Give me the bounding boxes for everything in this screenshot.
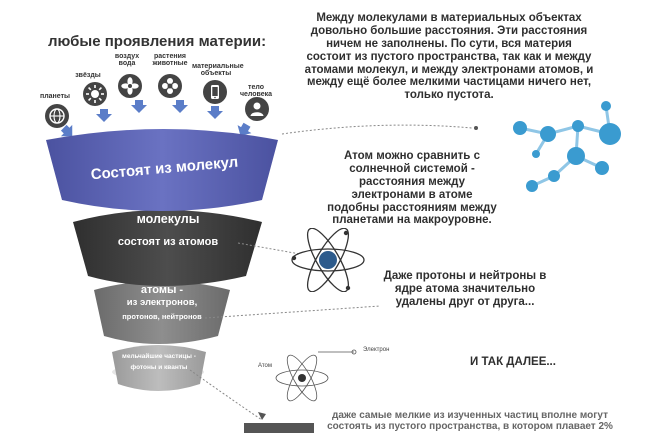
connector-end-intro bbox=[474, 126, 478, 130]
icon-label-human-body: тело человека bbox=[239, 84, 273, 99]
icon-label-objects: материальные объекты bbox=[192, 63, 244, 78]
protons-text: Даже протоны и нейтроны в ядре атома зна… bbox=[383, 270, 547, 308]
arrow-stars bbox=[96, 109, 112, 122]
sun-icon bbox=[83, 82, 107, 106]
icon-label-air-water: воздух вода bbox=[114, 53, 140, 68]
bottom-text: даже самые мелкие из изученных частиц вп… bbox=[327, 410, 613, 433]
flower-icon bbox=[158, 74, 182, 98]
atom-compare-text: Атом можно сравнить с солнечной системой… bbox=[327, 150, 497, 227]
funnel-level-3 bbox=[94, 281, 230, 344]
fan-icon bbox=[118, 74, 142, 98]
funnel-level-2-label-2: состоят из атомов bbox=[117, 236, 219, 248]
icon-label-plants-animals: растения животные bbox=[152, 53, 188, 68]
connector-atom bbox=[237, 242, 301, 255]
arrow-objects bbox=[207, 106, 223, 119]
atom-illustration bbox=[291, 228, 365, 292]
funnel-level-2 bbox=[73, 210, 262, 286]
arrow-human bbox=[237, 122, 252, 137]
arrow-plants bbox=[172, 100, 188, 113]
connector-arrowhead bbox=[258, 412, 266, 420]
page-heading: любые проявления материи: bbox=[48, 33, 267, 50]
globe-icon bbox=[45, 104, 69, 128]
intro-text: Между молекулами в материальных объектах… bbox=[304, 12, 594, 102]
and-so-on-text: И ТАК ДАЛЕЕ... bbox=[470, 356, 556, 368]
molecule-illustration bbox=[513, 101, 621, 192]
bottom-gradient-box bbox=[244, 423, 314, 433]
arrow-planets bbox=[60, 124, 73, 137]
person-icon bbox=[245, 97, 269, 121]
connector-protons bbox=[204, 305, 381, 319]
funnel-level-2-label-1: молекулы bbox=[136, 212, 200, 226]
phone-icon bbox=[203, 80, 227, 104]
funnel-level-4-label-1: мельчайшие частицы - bbox=[122, 353, 196, 360]
funnel-level-3-label-1: атомы - bbox=[140, 284, 184, 296]
arrow-air bbox=[131, 100, 147, 113]
connector-intro bbox=[281, 124, 473, 135]
funnel-level-4-label-2: фотоны и кванты bbox=[130, 364, 188, 371]
icon-label-planets: планеты bbox=[39, 93, 70, 100]
small-atom-diagram bbox=[275, 349, 357, 402]
connector-bottom bbox=[189, 369, 263, 421]
atom-label: Атом bbox=[258, 363, 273, 369]
icon-label-stars: звёзды bbox=[75, 72, 101, 79]
funnel-level-3-label-3: протонов, нейтронов bbox=[122, 312, 202, 321]
funnel-level-4 bbox=[112, 345, 206, 391]
nucleus bbox=[319, 251, 337, 269]
funnel-level-3-label-2: из электронов, bbox=[126, 297, 198, 308]
electron-label: Электрон bbox=[363, 347, 390, 353]
funnel-level-1 bbox=[46, 129, 278, 211]
